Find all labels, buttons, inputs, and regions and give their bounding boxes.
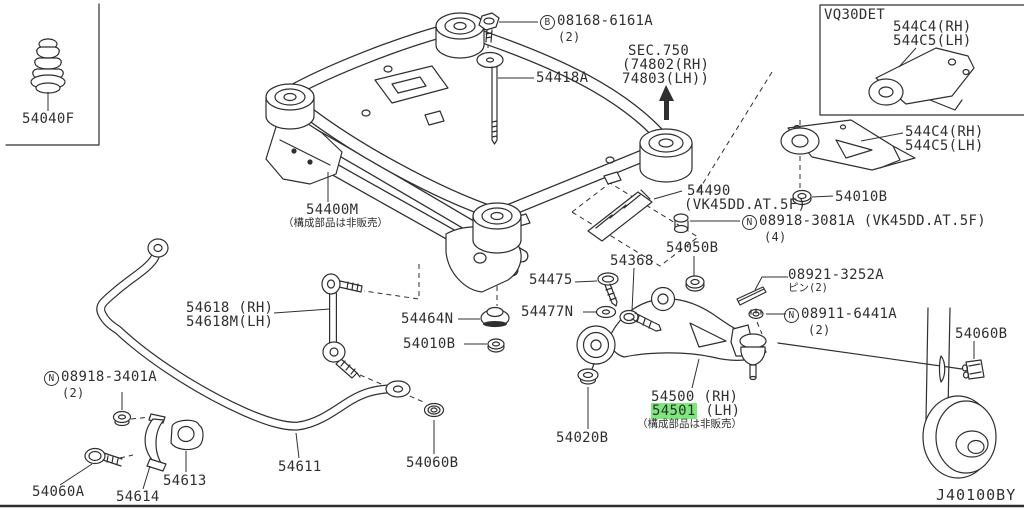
castle-nut-08911-icon xyxy=(748,308,764,320)
drawing-code: J40100BY xyxy=(936,486,1017,504)
label-54611: 54611 xyxy=(278,459,322,475)
inset-borders xyxy=(0,3,1024,508)
label-54477n: 54477N xyxy=(521,304,574,320)
circle-n: N xyxy=(44,371,59,386)
clip-08918-3081a-icon xyxy=(673,213,689,234)
label-54010b-mid: 54010B xyxy=(403,336,456,352)
hub-disc-drawing xyxy=(777,307,997,479)
washer-54477n-icon xyxy=(595,305,617,319)
bracket-544c4-icon xyxy=(780,119,916,171)
label-08921-3252a: 08921-3252A ピン(2) xyxy=(788,267,885,294)
nut-54050b-icon xyxy=(685,275,705,292)
stabilizer-bar-drawing xyxy=(96,238,411,431)
clip-54060b-right-icon xyxy=(961,359,985,380)
control-arm-drawing xyxy=(576,286,767,381)
label-54614: 54614 xyxy=(116,489,160,505)
label-54060b-right: 54060B xyxy=(955,326,1008,342)
bush-54464n-icon xyxy=(480,306,510,328)
label-sec750: SEC.750 (74802(RH) 74803(LH)) xyxy=(622,43,710,87)
circle-n: N xyxy=(784,308,799,323)
label-54400m: 54400M （構成部品は非販売） xyxy=(283,202,388,229)
clamp-54614-icon xyxy=(144,413,167,472)
clip-54040f-icon xyxy=(30,38,66,94)
label-54368: 54368 xyxy=(610,253,654,269)
nut-54010b-mid-icon xyxy=(487,338,505,353)
label-54010b-right: 54010B xyxy=(835,189,888,205)
label-54613: 54613 xyxy=(163,473,207,489)
label-54040f: 54040F xyxy=(22,111,75,127)
label-54060b-bottom: 54060B xyxy=(406,455,459,471)
label-544c-box: 544C4(RH) 544C5(LH) xyxy=(893,19,972,49)
label-54475: 54475 xyxy=(529,272,573,288)
nut-54020b-icon xyxy=(577,368,599,385)
label-54050b: 54050B xyxy=(666,240,719,256)
stab-link-icon xyxy=(321,273,363,379)
label-54418a: 54418A xyxy=(536,70,589,86)
bush-54613-icon xyxy=(170,419,204,451)
subframe-drawing xyxy=(265,12,693,293)
bolt-54475-icon xyxy=(597,272,619,307)
label-54500-54501: 54500 (RH) 54501 (LH) （構成部品は非販売） xyxy=(637,389,742,430)
bolt-54418a-icon xyxy=(476,51,504,145)
label-54490: 54490 (VK45DD.AT.5F) xyxy=(684,183,807,213)
nut-54060b-bottom-icon xyxy=(423,402,445,418)
circle-n: N xyxy=(742,215,757,230)
sec750-arrow xyxy=(659,85,674,120)
bolt-54060a-icon xyxy=(84,447,123,467)
stiffener-54490-icon xyxy=(587,189,653,242)
vq30det-bracket-icon xyxy=(868,47,975,111)
circle-b: B xyxy=(540,15,555,30)
cotter-pin-icon xyxy=(736,286,767,306)
nut-54010b-right-icon xyxy=(792,189,812,206)
label-54020b: 54020B xyxy=(556,430,609,446)
highlighted-part-54501[interactable]: 54501 xyxy=(651,403,697,419)
nut-08918-3401a-icon xyxy=(112,410,132,427)
leader-lines xyxy=(47,21,975,490)
bolt-08168-icon xyxy=(478,12,500,43)
label-vq30det: VQ30DET xyxy=(824,7,886,23)
label-54618: 54618 (RH) 54618M(LH) xyxy=(186,300,274,330)
label-544c-main: 544C4(RH) 544C5(LH) xyxy=(905,124,984,154)
label-54464n: 54464N xyxy=(401,311,454,327)
bolt-54368-icon xyxy=(619,309,662,332)
label-54060a: 54060A xyxy=(32,484,85,500)
